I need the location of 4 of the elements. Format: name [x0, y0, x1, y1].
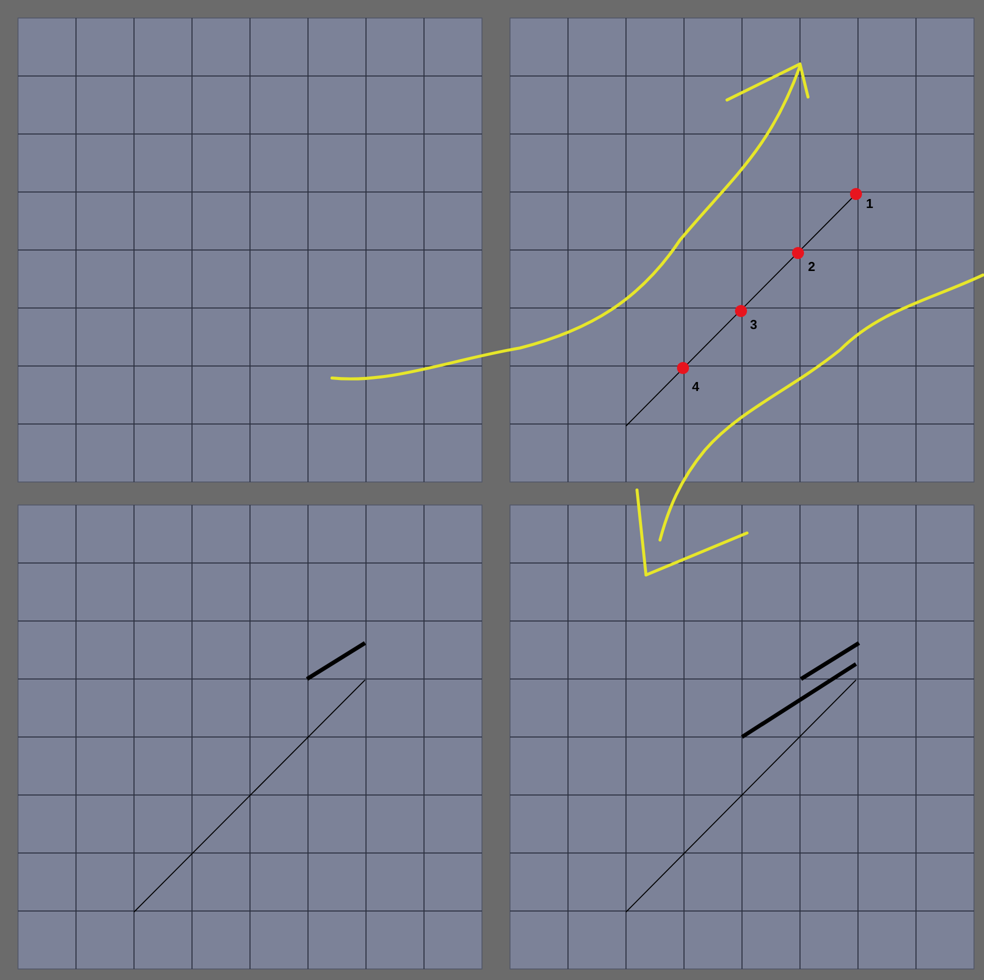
point-number: 2	[808, 260, 816, 274]
point-number: 4	[692, 380, 700, 394]
point-number: 3	[750, 318, 758, 332]
point-number: 1	[866, 197, 874, 211]
